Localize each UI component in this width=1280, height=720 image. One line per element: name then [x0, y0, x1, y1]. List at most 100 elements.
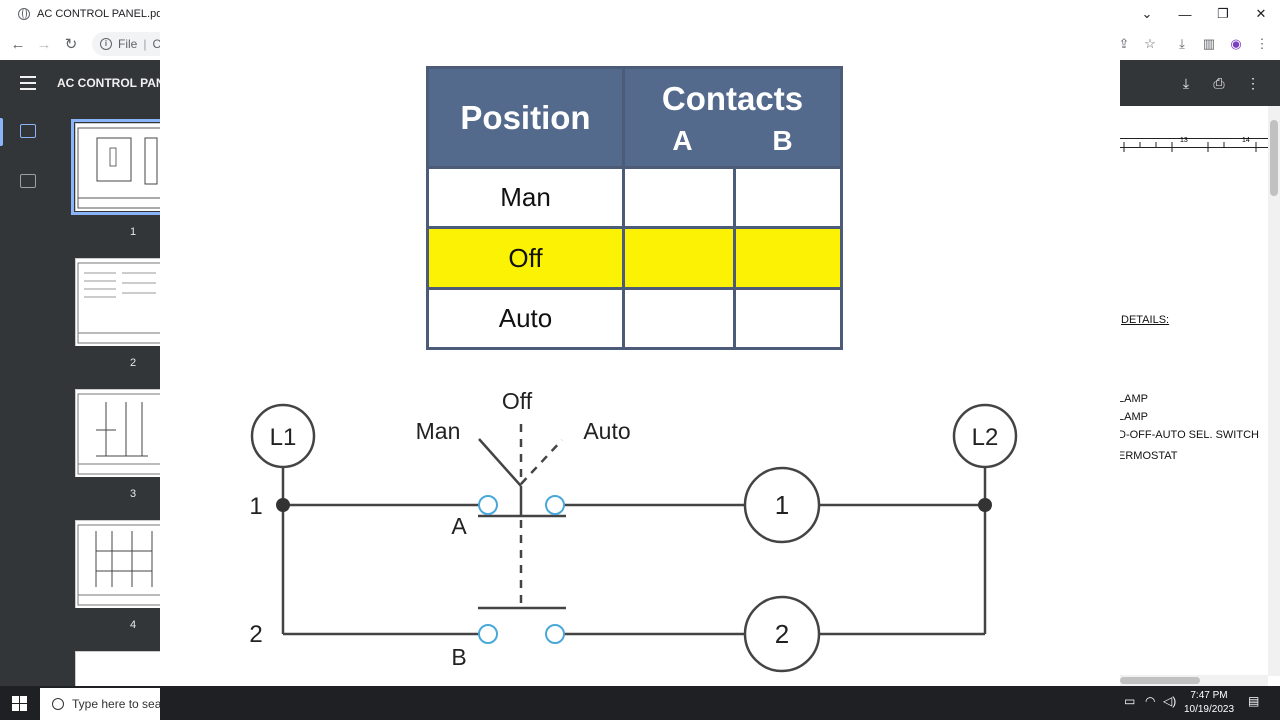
legend-item: LAMP	[1120, 411, 1148, 423]
info-icon[interactable]: i	[100, 38, 112, 50]
outline-icon[interactable]	[20, 174, 36, 188]
browser-menu-icon[interactable]: ⋮	[1255, 36, 1269, 51]
menu-icon[interactable]	[20, 76, 36, 90]
l1-terminal	[250, 403, 316, 469]
junction-dot	[276, 498, 290, 512]
extension-icon[interactable]: ◉	[1230, 36, 1242, 51]
restore-button[interactable]: ❐	[1217, 6, 1229, 21]
search-icon	[52, 698, 64, 710]
reload-button[interactable]: ↻	[64, 36, 78, 53]
notification-icon[interactable]: ▤	[1248, 694, 1260, 708]
legend-item: ERMOSTAT	[1120, 450, 1178, 462]
header-position: Position	[426, 66, 625, 169]
load-1	[743, 466, 821, 544]
contact-b-cell	[733, 287, 843, 350]
thumbnail-number: 3	[129, 488, 137, 500]
globe-icon	[18, 8, 30, 20]
minimize-button[interactable]: —	[1178, 6, 1192, 22]
switch-lever-man	[478, 438, 522, 487]
contact-a-right-terminal	[545, 495, 565, 515]
legend-item: LAMP	[1120, 393, 1148, 405]
browser-tab[interactable]: AC CONTROL PANEL.pdf	[8, 2, 165, 26]
sidebar-active-indicator	[0, 118, 3, 146]
thumbnail-number: 4	[129, 619, 137, 631]
switch-auto-position	[520, 439, 563, 485]
forward-button[interactable]: →	[36, 35, 52, 53]
download-icon[interactable]: ⤓	[1179, 36, 1185, 51]
load-1-label: 1	[775, 490, 789, 520]
volume-icon[interactable]: ◁)	[1163, 694, 1177, 708]
header-contact-a: A	[672, 124, 693, 156]
network-icon[interactable]: ◠	[1145, 694, 1156, 708]
tab-title: AC CONTROL PANEL.pdf	[37, 8, 166, 20]
switch-label-off: Off	[502, 388, 533, 414]
ruler-label: 14	[1242, 137, 1250, 144]
pdf-download-icon[interactable]: ⤓	[1182, 74, 1190, 91]
position-cell: Auto	[426, 287, 625, 350]
print-icon[interactable]: ⎙	[1213, 74, 1225, 91]
taskbar-search-input[interactable]: Type here to search	[40, 688, 160, 720]
windows-start-icon[interactable]	[12, 696, 27, 711]
side-panel-icon[interactable]: ▥	[1202, 36, 1216, 51]
table-row: Man	[426, 166, 843, 229]
contact-a-left-terminal	[478, 495, 498, 515]
legend-item: D-OFF-AUTO SEL. SWITCH	[1120, 429, 1259, 441]
contact-b-label: B	[451, 644, 466, 670]
thumbnail-drawing	[77, 393, 160, 475]
thumbnail-drawing	[77, 127, 160, 209]
contact-b-cell	[733, 226, 843, 290]
contact-a-label: A	[451, 513, 467, 539]
horizontal-scrollbar[interactable]	[1120, 675, 1268, 686]
contact-a-cell	[622, 166, 736, 229]
page-thumbnail-1[interactable]	[71, 119, 164, 215]
bookmark-star-icon[interactable]: ☆	[1144, 36, 1156, 51]
position-cell: Off	[426, 226, 625, 290]
page-thumbnail-5[interactable]	[75, 651, 160, 686]
pdf-more-icon[interactable]: ⋮	[1246, 74, 1260, 91]
contact-b-left-terminal	[478, 624, 498, 644]
tab-search-chevron-icon[interactable]: ⌄	[1141, 6, 1153, 21]
rung-2-label: 2	[249, 621, 262, 648]
position-cell: Man	[426, 166, 625, 229]
thumbnails-icon[interactable]	[20, 124, 36, 138]
thumbnail-drawing	[77, 524, 160, 606]
drawing-ruler: 13 14	[1120, 137, 1268, 152]
clock-time: 7:47 PM	[1190, 690, 1228, 701]
thumbnail-number: 2	[129, 357, 137, 369]
l2-label: L2	[972, 424, 999, 451]
ladder-circuit-diagram: L1 L2 1 2 Off Man Auto A B 1 2	[249, 388, 1018, 673]
battery-icon[interactable]: ▭	[1124, 694, 1136, 708]
legend-heading: DETAILS:	[1121, 314, 1170, 326]
close-button[interactable]: ✕	[1255, 6, 1267, 21]
header-contacts-label: Contacts	[661, 79, 804, 117]
taskbar-clock[interactable]: 7:47 PM 10/19/2023	[1180, 689, 1238, 717]
share-icon[interactable]: ⇪	[1118, 36, 1130, 51]
vertical-scrollbar[interactable]	[1268, 106, 1280, 676]
contact-a-cell	[622, 226, 736, 290]
load-2	[743, 595, 821, 673]
windows-taskbar	[0, 686, 1280, 720]
page-thumbnail-4[interactable]	[75, 520, 160, 608]
table-row-highlighted: Off	[426, 226, 843, 290]
address-prefix: File	[118, 37, 138, 51]
ruler-label: 13	[1180, 137, 1188, 144]
pdf-sidebar: 1 2 3	[0, 106, 164, 686]
thumbnail-drawing	[77, 262, 160, 344]
thumbnail-number: 1	[129, 226, 137, 238]
table-row: Auto	[426, 287, 843, 350]
page-thumbnail-2[interactable]	[75, 258, 160, 346]
back-button[interactable]: ←	[10, 35, 26, 53]
switch-label-man: Man	[416, 418, 461, 444]
junction-dot	[978, 498, 992, 512]
clock-date: 10/19/2023	[1183, 704, 1235, 715]
pdf-page-visible-edge: 13 14 DETAILS: LAMP LAMP D-OFF-AUTO SEL.…	[1120, 106, 1268, 686]
l2-terminal	[952, 403, 1018, 469]
contact-a-cell	[622, 287, 736, 350]
contact-b-right-terminal	[545, 624, 565, 644]
page-thumbnail-3[interactable]	[75, 389, 160, 477]
switch-label-auto: Auto	[583, 418, 630, 444]
